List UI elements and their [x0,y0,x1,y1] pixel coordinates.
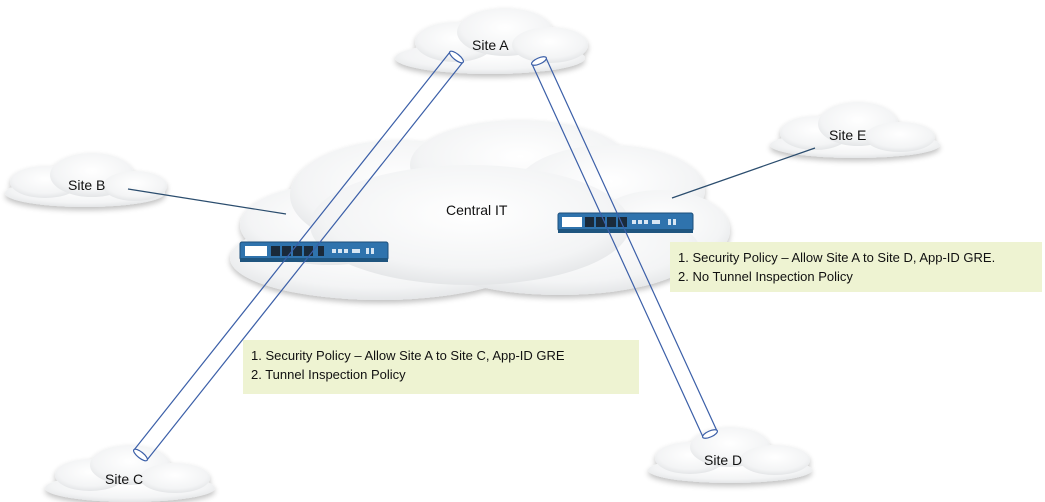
policy-note-site-c: 1. Security Policy – Allow Site A to Sit… [243,340,639,394]
site-e-cloud-icon [770,102,940,158]
site-a-cloud-icon [395,8,588,74]
policy-note-site-c-line2: 2. Tunnel Inspection Policy [251,367,406,382]
site-d-label: Site D [704,452,743,468]
site-e-label: Site E [829,127,867,143]
tunnel-site-a-to-site-d [530,56,719,439]
policy-note-site-d-line1: 1. Security Policy – Allow Site A to Sit… [678,250,996,265]
site-e-connector-line [671,147,816,199]
site-d-cloud-icon [648,427,812,483]
firewall-left-icon [239,241,389,262]
central-it-cloud-icon [230,120,730,300]
site-b-label: Site B [68,177,106,193]
site-b-cloud-icon [5,153,167,207]
site-c-label: Site C [105,471,144,487]
policy-note-site-d: 1. Security Policy – Allow Site A to Sit… [670,242,1042,292]
site-c-cloud-icon [45,445,215,502]
site-b-connector-line [127,188,287,215]
policy-note-site-c-line1: 1. Security Policy – Allow Site A to Sit… [251,348,565,363]
central-it-label: Central IT [446,202,508,218]
tunnel-site-a-to-site-c [132,50,465,462]
site-a-label: Site A [472,37,509,53]
policy-note-site-d-line2: 2. No Tunnel Inspection Policy [678,269,853,284]
